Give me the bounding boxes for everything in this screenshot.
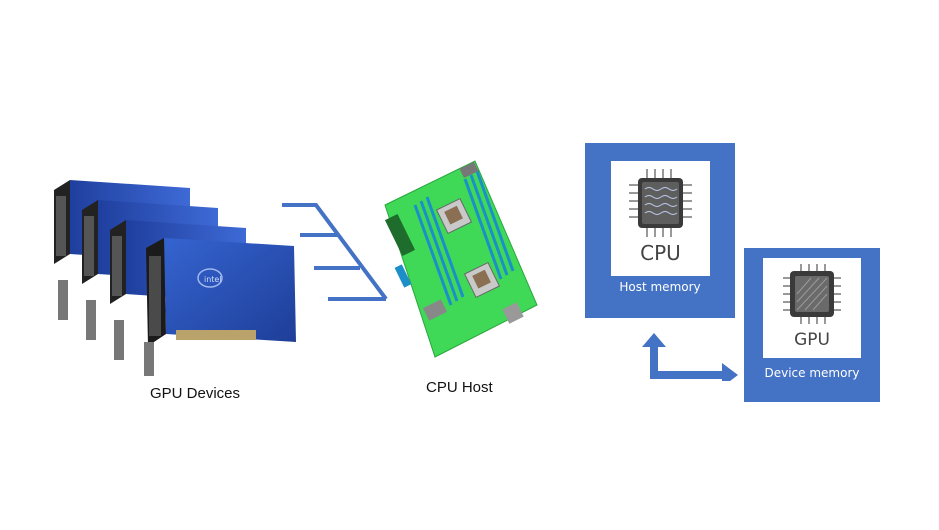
host-memory-label: Host memory [619,280,701,294]
svg-text:intel: intel [204,275,222,284]
gpu-card-stack-icon: intel [54,180,296,376]
host-memory-panel: CPU Host memory [585,143,735,318]
server-motherboard-icon [384,160,538,358]
device-memory-label: Device memory [764,366,860,380]
bus-connector-icon [282,203,388,301]
cpu-chip-icon [629,169,692,237]
device-chip-text: GPU [794,330,830,350]
cpu-host-label: CPU Host [426,379,493,396]
host-chip-text: CPU [640,241,681,265]
device-chip-card: GPU [763,258,861,358]
gpu-devices-label: GPU Devices [150,385,241,402]
bidirectional-arrow-icon [642,333,738,387]
gpu-devices-group: intel [40,170,310,380]
cpu-host-group [365,155,545,365]
gpu-chip-icon [783,264,841,324]
bus-connector-group [280,195,390,310]
device-memory-panel: GPU Device memory [744,248,880,402]
host-chip-card: CPU [611,161,710,276]
transfer-arrow-group [640,333,740,387]
